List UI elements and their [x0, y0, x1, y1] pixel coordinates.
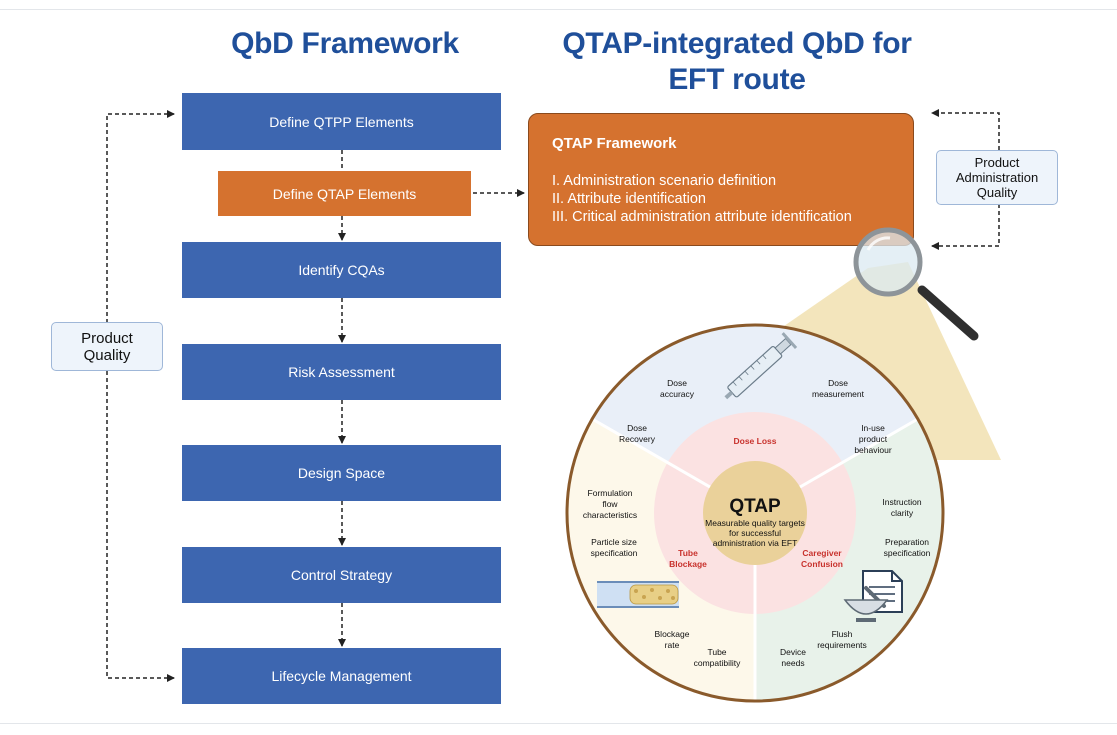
admin-loop-bottom-arrow [931, 204, 1000, 250]
qtap-framework-heading: QTAP Framework [552, 135, 677, 152]
particle-2: specification [591, 548, 638, 558]
dose-measurement-2: measurement [812, 389, 865, 399]
product-quality-line2: Quality [83, 346, 131, 364]
identify-cqas-box: Identify CQAs [182, 242, 501, 298]
particle-1: Particle size [591, 537, 637, 547]
center-line3: administration via EFT [713, 538, 798, 548]
blockage-2: rate [665, 640, 680, 650]
admin-quality-line2: Administration [955, 170, 1039, 185]
inuse-1: In-use [861, 423, 885, 433]
formulation-3: characteristics [583, 510, 637, 520]
qtap-item-3: III. Critical administration attribute i… [552, 209, 852, 225]
qbd-title: QbD Framework [231, 27, 459, 60]
design-space-box: Design Space [182, 445, 501, 501]
product-quality-box: Product Quality [51, 322, 163, 371]
dose-recovery-1: Dose [627, 423, 647, 433]
inuse-2: product [859, 434, 888, 444]
wheel-border [565, 323, 945, 703]
device-1: Device [780, 647, 806, 657]
formulation-2: flow [602, 499, 618, 509]
preparation-1: Preparation [885, 537, 929, 547]
dose-recovery-2: Recovery [619, 434, 656, 444]
lifecycle-management-box: Lifecycle Management [182, 648, 501, 704]
tubecomp-2: compatibility [694, 658, 742, 668]
center-title: QTAP [729, 496, 781, 517]
admin-loop-top-arrow [931, 109, 1000, 150]
tubecomp-1: Tube [707, 647, 726, 657]
instruction-1: Instruction [882, 497, 921, 507]
center-line2: for successful [729, 528, 781, 538]
caregiver-label-1: Caregiver [802, 548, 842, 558]
risk-assessment-box: Risk Assessment [182, 344, 501, 400]
top-divider [0, 9, 1117, 10]
preparation-2: specification [884, 548, 931, 558]
qtap-framework-box: QTAP Framework I. Administration scenari… [528, 113, 914, 246]
admin-quality-line3: Quality [976, 185, 1018, 200]
formulation-1: Formulation [588, 488, 633, 498]
qtap-title-line2: EFT route [668, 63, 806, 96]
admin-quality-box: Product Administration Quality [936, 150, 1058, 205]
qtap-title: QTAP-integrated QbD for EFT route [532, 26, 942, 98]
tube-blockage-label-2: Blockage [669, 559, 707, 569]
qtap-item-2: II. Attribute identification [552, 191, 706, 207]
wheel-center [703, 461, 807, 565]
tube-blockage-label-1: Tube [678, 548, 698, 558]
dose-measurement-1: Dose [828, 378, 848, 388]
admin-quality-line1: Product [974, 155, 1020, 170]
center-line1: Measurable quality targets [705, 518, 805, 528]
qtap-item-1: I. Administration scenario definition [552, 173, 777, 189]
device-2: needs [781, 658, 804, 668]
bottom-divider [0, 723, 1117, 724]
define-qtap-box: Define QTAP Elements [218, 171, 471, 216]
inuse-3: behaviour [854, 445, 892, 455]
product-quality-line1: Product [81, 329, 133, 347]
syringe-icon [724, 332, 798, 400]
flush-1: Flush [832, 629, 853, 639]
caregiver-label-2: Confusion [801, 559, 843, 569]
define-qtpp-box: Define QTPP Elements [182, 93, 501, 150]
control-strategy-box: Control Strategy [182, 547, 501, 603]
loop-bottom-arrow [106, 371, 175, 682]
loop-top-arrow [106, 110, 175, 323]
qtap-title-line1: QTAP-integrated QbD for [562, 27, 912, 60]
instruction-2: clarity [891, 508, 914, 518]
mortar-icon [843, 586, 889, 622]
dose-accuracy-2: accuracy [660, 389, 695, 399]
magnifier-icon [853, 227, 979, 341]
blockage-1: Blockage [655, 629, 690, 639]
dose-loss-label: Dose Loss [734, 436, 777, 446]
flush-2: requirements [817, 640, 867, 650]
dose-accuracy-1: Dose [667, 378, 687, 388]
tube-icon [597, 581, 679, 608]
